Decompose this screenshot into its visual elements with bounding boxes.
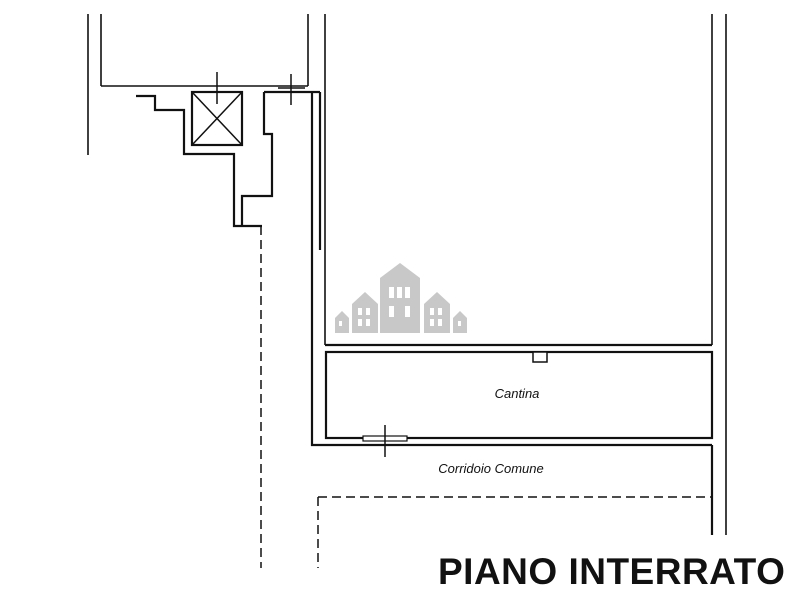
door-marker-icon	[278, 74, 305, 105]
corridor-dashed-walls	[260, 226, 712, 568]
houses-logo-icon	[335, 263, 467, 333]
floor-title: PIANO INTERRATO	[438, 551, 786, 592]
room-label-corridoio-comune: Corridoio Comune	[438, 461, 544, 476]
shaft-walls	[136, 90, 322, 250]
cantina-walls	[324, 343, 714, 440]
outer-walls	[87, 14, 727, 535]
wall-notch	[532, 351, 548, 363]
room-label-cantina: Cantina	[494, 386, 540, 401]
cantina-door-icon	[362, 425, 408, 457]
ventilation-shaft-icon	[190, 72, 244, 147]
corridor-walls	[310, 92, 714, 535]
